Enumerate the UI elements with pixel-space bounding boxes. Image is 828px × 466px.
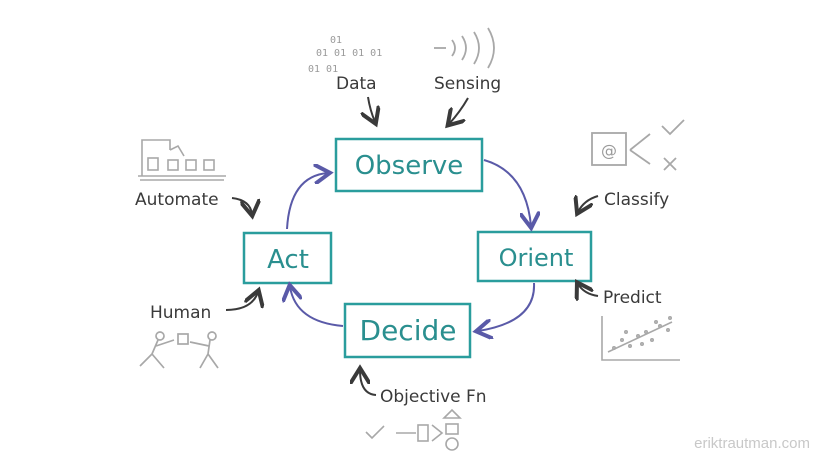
- predict-scatter-icon: [601, 315, 680, 361]
- human-label: Human: [150, 303, 211, 323]
- arrow-orient-to-decide: [478, 282, 536, 331]
- automate-factory-icon: [138, 139, 226, 181]
- data-arrow: [368, 96, 375, 122]
- sensing-wave-icon: [434, 27, 495, 69]
- observe-node: Observe: [334, 137, 484, 193]
- classify-arrow: [578, 196, 599, 212]
- arrow-decide-to-act: [290, 287, 344, 327]
- decide-node: Decide: [343, 302, 472, 359]
- sensing-arrow: [449, 97, 469, 124]
- orient-node: Orient: [476, 230, 593, 283]
- predict-label: Predict: [603, 288, 662, 308]
- svg-text:01: 01: [330, 35, 342, 46]
- observe-label: Observe: [355, 151, 464, 181]
- svg-text:01 01 01 01: 01 01 01 01: [316, 48, 382, 59]
- data-binary-icon: 01 01 01 01 01 01 01: [308, 35, 382, 75]
- act-label: Act: [267, 245, 309, 275]
- data-label: Data: [336, 74, 377, 94]
- decide-label: Decide: [360, 314, 457, 347]
- human-arrow: [225, 292, 258, 311]
- watermark: eriktrautman.com: [694, 435, 810, 452]
- objective-icon: [365, 408, 462, 451]
- svg-text:01 01: 01 01: [308, 64, 338, 75]
- automate-label: Automate: [135, 190, 219, 210]
- arrow-observe-to-orient: [483, 159, 531, 226]
- objective-arrow: [360, 370, 377, 396]
- arrow-act-to-observe: [286, 173, 328, 230]
- predict-arrow: [578, 284, 599, 296]
- svg-text:@: @: [601, 141, 617, 160]
- automate-arrow: [231, 197, 252, 214]
- human-figures-icon: [139, 331, 219, 369]
- classify-icon: @: [591, 119, 685, 171]
- orient-label: Orient: [499, 244, 574, 272]
- act-node: Act: [242, 231, 333, 285]
- objective-label: Objective Fn: [380, 387, 487, 407]
- classify-label: Classify: [604, 190, 669, 210]
- sensing-label: Sensing: [434, 74, 501, 94]
